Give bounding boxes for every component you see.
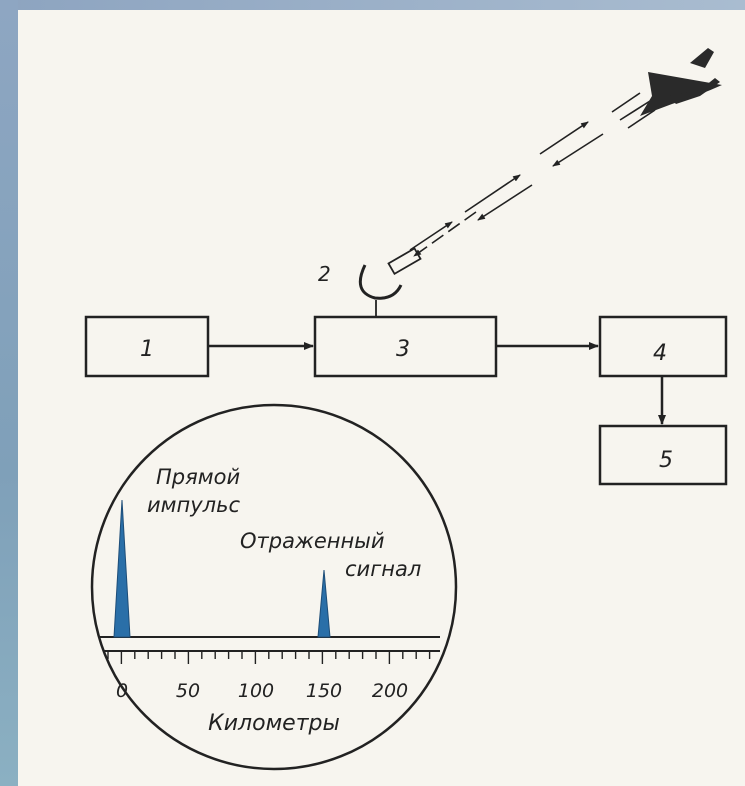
block-4-label: 4 [653, 341, 667, 366]
block-4: 4 [598, 315, 728, 378]
axis-title: Километры [208, 711, 340, 736]
reflected-pulse [317, 569, 331, 638]
direct-pulse [113, 499, 131, 638]
slide-frame-left [0, 0, 18, 786]
tick-label-50: 50 [176, 680, 200, 702]
direct-pulse-label-line1: Прямой [156, 465, 240, 489]
tick-label-100: 100 [238, 680, 274, 702]
reflected-signal-label-line2: сигнал [345, 557, 421, 581]
aircraft-icon [640, 48, 722, 116]
antenna-label: 2 [318, 262, 331, 286]
reflected-signal-label-line1: Отраженный [240, 529, 385, 553]
tick-label-150: 150 [306, 680, 342, 702]
block-5-label: 5 [659, 448, 673, 473]
block-1: 1 [84, 315, 210, 378]
scale-ticks [107, 651, 431, 664]
block-3: 3 [313, 315, 498, 378]
slide-frame-top [0, 0, 745, 10]
block-3-label: 3 [396, 337, 410, 362]
signal-arrows [409, 92, 656, 257]
tick-label-0: 0 [116, 680, 128, 702]
block-5: 5 [598, 424, 728, 486]
block-1-label: 1 [140, 337, 154, 362]
antenna-icon [358, 247, 422, 317]
direct-pulse-label-line2: импульс [147, 493, 240, 517]
tick-label-200: 200 [372, 680, 408, 702]
oscilloscope-screen: Прямой импульс Отраженный сигнал 0 50 10… [90, 403, 458, 771]
